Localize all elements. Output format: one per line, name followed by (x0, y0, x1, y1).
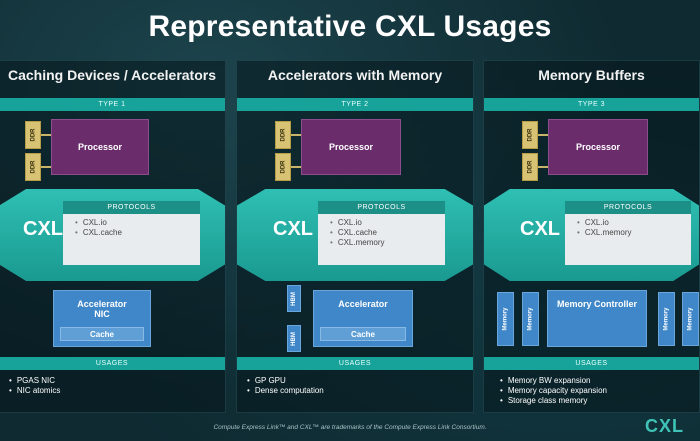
protocol-item: CXL.memory (577, 228, 691, 238)
type-bar: TYPE 2 (237, 98, 473, 111)
column-heading: Caching Devices / Accelerators (7, 67, 217, 83)
usages-list: PGAS NIC NIC atomics (9, 376, 61, 396)
column-type1: Caching Devices / Accelerators TYPE 1 DD… (0, 60, 226, 413)
ddr-module: DDR (275, 121, 291, 149)
memory-controller-block: Memory Controller (547, 290, 647, 347)
protocol-item: CXL.cache (75, 228, 200, 238)
column-type2: Accelerators with Memory TYPE 2 DDR DDR … (236, 60, 474, 413)
type-bar: TYPE 3 (484, 98, 699, 111)
usages-list: Memory BW expansion Memory capacity expa… (500, 376, 607, 406)
usages-bar: USAGES (0, 357, 225, 370)
column-heading: Accelerators with Memory (267, 67, 443, 83)
usages-bar: USAGES (484, 357, 699, 370)
processor-block: Processor (301, 119, 401, 175)
memory-module: Memory (658, 292, 675, 346)
cxl-label: CXL (273, 218, 313, 240)
column-type3: Memory Buffers TYPE 3 DDR DDR Processor … (483, 60, 700, 413)
memory-module: Memory (522, 292, 539, 346)
usage-item: Dense computation (247, 386, 324, 396)
cxl-label: CXL (23, 218, 63, 240)
type-bar: TYPE 1 (0, 98, 225, 111)
usage-item: Memory capacity expansion (500, 386, 607, 396)
hbm-module: HBM (287, 325, 301, 352)
protocols-heading: PROTOCOLS (63, 201, 200, 214)
hbm-module: HBM (287, 285, 301, 312)
ddr-connector (41, 166, 51, 168)
slide-title: Representative CXL Usages (148, 10, 552, 43)
cxl-logo: CXL (645, 416, 684, 436)
usage-item: Memory BW expansion (500, 376, 607, 386)
ddr-connector (41, 134, 51, 136)
memory-module: Memory (682, 292, 699, 346)
device-title: Accelerator (338, 299, 388, 309)
memory-module: Memory (497, 292, 514, 346)
usage-item: PGAS NIC (9, 376, 60, 386)
ddr-connector (538, 166, 548, 168)
protocol-item: CXL.io (75, 218, 200, 228)
usages-list: GP GPU Dense computation (247, 376, 324, 396)
accelerator-nic-block: Accelerator NIC Cache (53, 290, 151, 347)
cache-block: Cache (60, 327, 144, 341)
usage-item: GP GPU (247, 376, 324, 386)
protocols-heading: PROTOCOLS (565, 201, 691, 214)
cxl-label: CXL (520, 218, 560, 240)
protocol-item: CXL.io (330, 218, 445, 228)
device-title: Accelerator NIC (77, 299, 127, 319)
protocols-box: PROTOCOLS CXL.io CXL.memory (565, 201, 691, 265)
protocols-box: PROTOCOLS CXL.io CXL.cache (63, 201, 200, 265)
processor-block: Processor (51, 119, 149, 175)
ddr-connector (291, 134, 301, 136)
usage-item: NIC atomics (9, 386, 61, 396)
cache-block: Cache (320, 327, 406, 341)
processor-block: Processor (548, 119, 648, 175)
ddr-module: DDR (275, 153, 291, 181)
ddr-module: DDR (522, 121, 538, 149)
protocols-box: PROTOCOLS CXL.io CXL.cache CXL.memory (318, 201, 445, 265)
trademark-footer: Compute Express Link™ and CXL™ are trade… (213, 424, 487, 431)
ddr-module: DDR (522, 153, 538, 181)
ddr-module: DDR (25, 153, 41, 181)
ddr-module: DDR (25, 121, 41, 149)
usage-item: Storage class memory (500, 396, 607, 406)
ddr-connector (538, 134, 548, 136)
protocol-item: CXL.cache (330, 228, 445, 238)
ddr-connector (291, 166, 301, 168)
device-title: Memory Controller (556, 299, 637, 309)
protocol-item: CXL.memory (330, 238, 445, 248)
protocol-item: CXL.io (577, 218, 691, 228)
column-heading: Memory Buffers (538, 67, 645, 83)
accelerator-block: Accelerator Cache (313, 290, 413, 347)
protocols-heading: PROTOCOLS (318, 201, 445, 214)
usages-bar: USAGES (237, 357, 473, 370)
